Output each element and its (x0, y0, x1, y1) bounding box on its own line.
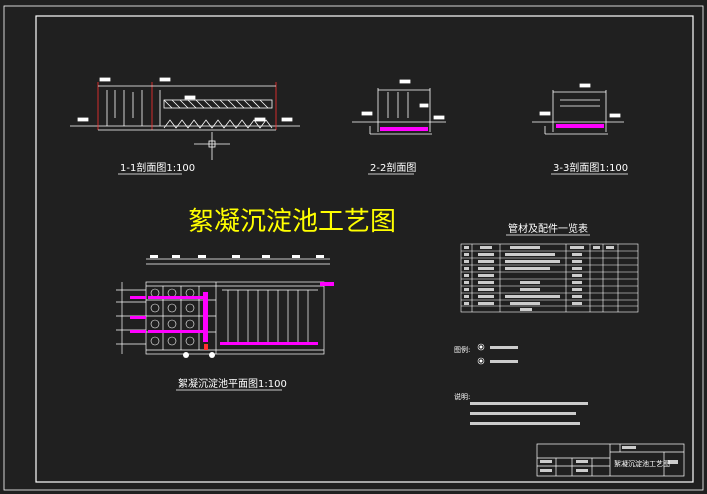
notes-text-marks (470, 402, 588, 425)
inner-frame (35, 15, 694, 483)
outer-frame (3, 5, 704, 491)
plan-flocculation-cells (150, 288, 195, 346)
plan-level-marks (150, 255, 324, 358)
pipe-section-2-2 (380, 127, 428, 131)
section-3-3 (532, 83, 624, 135)
section-1-1-label: 1-1剖面图1:100 (120, 161, 195, 174)
drawing-title: 絮凝沉淀池工艺图 (188, 207, 396, 237)
notes-label: 说明: (454, 392, 470, 401)
legend-text-marks (490, 346, 518, 363)
plan-pipes (130, 282, 334, 350)
pipe-section-3-3 (556, 124, 604, 128)
plan-view-label: 絮凝沉淀池平面图1:100 (178, 377, 287, 390)
title-block-marks (540, 446, 678, 472)
title-block-name: 絮凝沉淀池工艺图 (614, 459, 670, 468)
legend (477, 343, 485, 365)
section-1-1 (70, 77, 300, 160)
plan-view (116, 258, 330, 355)
materials-table (460, 243, 639, 313)
title-block (536, 443, 685, 477)
section-3-3-label: 3-3剖面图1:100 (553, 161, 628, 174)
materials-table-cell-marks (464, 246, 614, 311)
materials-table-title: 管材及配件一览表 (508, 222, 588, 235)
section-2-2-label: 2-2剖面图 (370, 161, 416, 174)
section-2-2 (352, 79, 446, 135)
legend-label: 图例: (454, 345, 470, 354)
